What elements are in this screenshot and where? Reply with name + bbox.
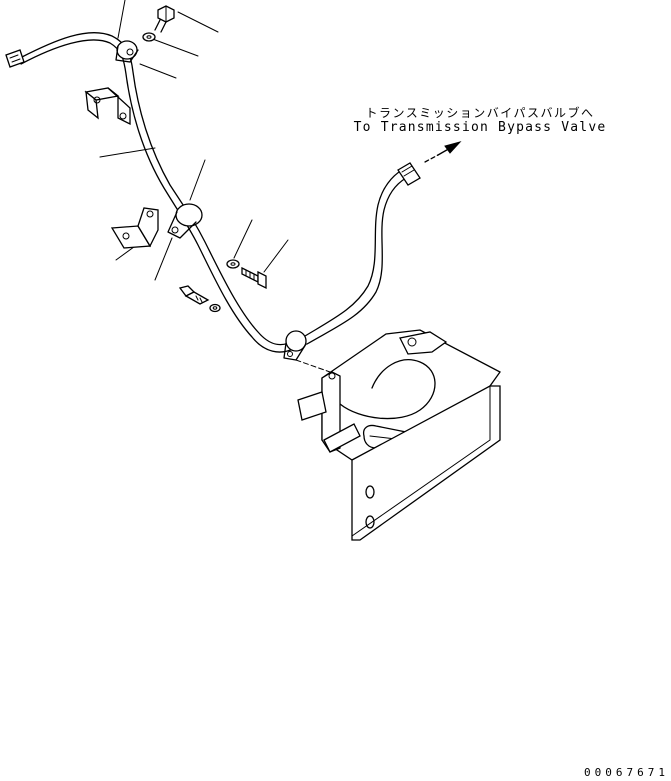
wire-harness bbox=[19, 32, 407, 353]
right-connector bbox=[397, 162, 421, 186]
callout-english: To Transmission Bypass Valve bbox=[353, 120, 607, 135]
middle-clamp bbox=[167, 203, 203, 239]
drawing-number: 00067671 bbox=[584, 766, 669, 779]
left-connector bbox=[5, 49, 25, 68]
leader-lines bbox=[99, 0, 289, 281]
upper-washer bbox=[142, 32, 156, 42]
upper-clamp bbox=[115, 40, 139, 63]
direction-arrow bbox=[424, 141, 462, 163]
middle-bracket bbox=[110, 207, 159, 249]
lower-clamp bbox=[283, 330, 331, 373]
upper-bolt bbox=[154, 5, 175, 33]
middle-bolt bbox=[241, 266, 267, 290]
callout-japanese: トランスミッションバイパスバルブへ bbox=[365, 106, 595, 120]
lower-washer bbox=[209, 303, 221, 313]
upper-bracket bbox=[84, 87, 131, 126]
lower-bolt bbox=[178, 285, 210, 305]
main-bracket bbox=[297, 329, 501, 541]
middle-washer bbox=[226, 259, 240, 269]
